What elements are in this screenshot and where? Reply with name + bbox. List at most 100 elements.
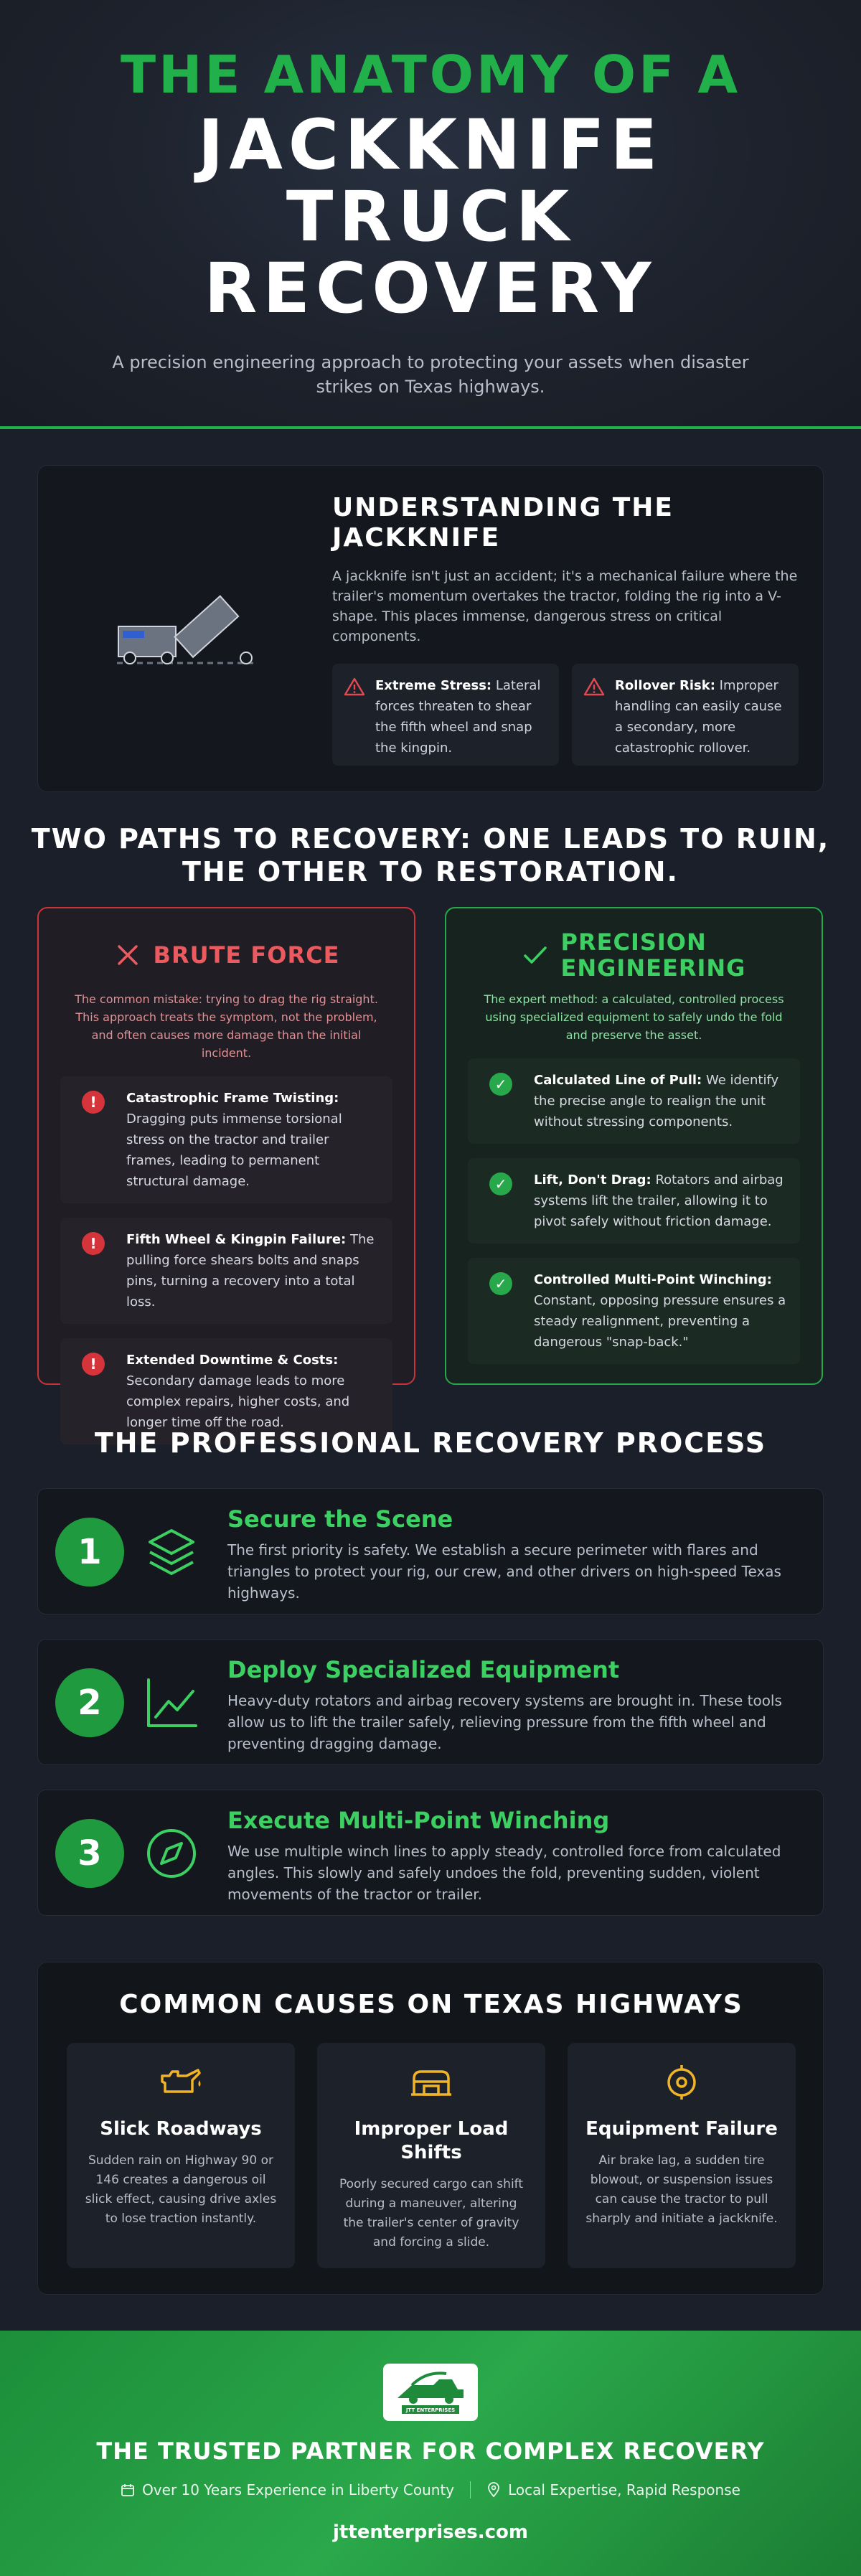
precision-item: ✓ Calculated Line of Pull: We identify th… [468,1058,800,1144]
precision-engineering-card: PRECISION ENGINEERING The expert method:… [445,907,823,1385]
risk-text: Improper handling can easily cause a sec… [615,678,782,756]
understanding-body: A jackknife isn't just an accident; it's… [332,568,798,644]
process-step-2: 2 Deploy Specialized Equipment Heavy-dut… [37,1639,824,1765]
hero-header: THE ANATOMY OF A JACKKNIFE TRUCK RECOVER… [0,0,861,429]
cause-body: Poorly secured cargo can shift during a … [339,2177,524,2250]
brute-force-item: ! Catastrophic Frame Twisting: Dragging p… [60,1076,392,1203]
brute-force-title: BRUTE FORCE [153,941,340,969]
cause-equipment-failure: Equipment Failure Air brake lag, a sudde… [568,2043,796,2268]
footer-meta: Over 10 Years Experience in Liberty Coun… [0,2481,861,2499]
map-pin-icon [488,2482,500,2498]
layers-icon [149,1529,194,1575]
hero-title-line-2: TRUCK [286,177,575,257]
step-body: The first priority is safety. We establi… [227,1541,781,1602]
item-text: We identify the precise angle to realign… [534,1073,779,1129]
brute-force-item: ! Fifth Wheel & Kingpin Failure: The pull… [60,1218,392,1324]
step-text: Secure the Scene The first priority is s… [227,1505,801,1604]
exclamation-icon: ! [82,1353,105,1376]
brute-force-header: BRUTE FORCE [60,930,392,980]
risk-extreme-stress: Extreme Stress: Lateral forces threaten … [332,664,559,766]
meta-local: Local Expertise, Rapid Response [486,2481,740,2499]
compass-icon [147,1829,196,1878]
step-body: We use multiple winch lines to apply ste… [227,1843,781,1903]
check-circle-icon: ✓ [489,1172,512,1195]
cause-title: Improper Load Shifts [354,2118,509,2163]
risk-rollover: Rollover Risk: Improper handling can eas… [572,664,799,766]
exclamation-icon: ! [82,1232,105,1255]
risk-text: Lateral forces threaten to shear the fif… [375,678,541,756]
footer-title: THE TRUSTED PARTNER FOR COMPLEX RECOVERY [96,2438,765,2465]
footer: JTT ENTERPRISES THE TRUSTED PARTNER FOR … [0,2331,861,2576]
warning-icon [344,677,365,696]
brute-force-desc: The common mistake: trying to drag the r… [75,992,378,1060]
warning-icon [583,677,605,696]
jackknife-truck-illustration [117,595,253,664]
precision-title: PRECISION ENGINEERING [560,929,746,982]
brute-force-card: BRUTE FORCE The common mistake: trying t… [37,907,415,1444]
cause-load-shifts: Improper Load Shifts Poorly secured carg… [317,2043,545,2268]
paths-title: TWO PATHS TO RECOVERY: ONE LEADS TO RUIN… [31,823,830,888]
process-step-3: 3 Execute Multi-Point Winching We use mu… [37,1790,824,1916]
precision-desc: The expert method: a calculated, control… [484,992,784,1042]
item-text: Secondary damage leads to more complex r… [126,1373,350,1430]
meta-experience: Over 10 Years Experience in Liberty Coun… [121,2481,454,2499]
meta-experience-text: Over 10 Years Experience in Liberty Coun… [142,2481,455,2499]
cargo-box-icon [411,2070,451,2096]
item-text: Constant, opposing pressure ensures a st… [534,1293,786,1350]
exclamation-icon: ! [82,1091,105,1114]
crosshair-icon [667,2065,696,2100]
cause-title: Equipment Failure [585,2118,778,2140]
brute-force-item: ! Extended Downtime & Costs: Secondary da… [60,1338,392,1444]
item-label: Catastrophic Frame Twisting: [126,1091,339,1106]
website-link[interactable]: jttenterprises.com [333,2521,528,2543]
step-number: 3 [55,1819,124,1888]
check-circle-icon: ✓ [489,1272,512,1295]
item-label: Lift, Don't Drag: [534,1172,651,1188]
step-text: Execute Multi-Point Winching We use mult… [227,1806,801,1905]
company-logo: JTT ENTERPRISES [383,2364,478,2421]
cause-slick-roadways: Slick Roadways Sudden rain on Highway 90… [67,2043,295,2268]
item-text: The pulling force shears bolts and snaps… [126,1232,375,1310]
hero-subtitle: A precision engineering approach to prot… [112,352,749,397]
understanding-card: UNDERSTANDING THE JACKKNIFE A jackknife … [37,465,824,792]
check-circle-icon: ✓ [489,1073,512,1096]
risk-label: Rollover Risk: [615,678,715,693]
logo-text: JTT ENTERPRISES [405,2407,455,2413]
item-label: Controlled Multi-Point Winching: [534,1272,772,1287]
step-title: Deploy Specialized Equipment [227,1656,620,1683]
check-icon [523,946,547,964]
precision-item: ✓ Controlled Multi-Point Winching: Consta… [468,1258,800,1364]
hero-title-line-3: RECOVERY [204,248,657,329]
understanding-title: UNDERSTANDING THE JACKKNIFE [332,493,674,553]
item-label: Calculated Line of Pull: [534,1073,702,1088]
risk-label: Extreme Stress: [375,678,492,693]
step-number: 2 [55,1668,124,1737]
causes-section: COMMON CAUSES ON TEXAS HIGHWAYS Slick Ro… [37,1962,824,2295]
step-body: Heavy-duty rotators and airbag recovery … [227,1692,782,1752]
hero-kicker: THE ANATOMY OF A [120,44,741,105]
meta-local-text: Local Expertise, Rapid Response [508,2481,740,2499]
risk-row: Extreme Stress: Lateral forces threaten … [332,664,799,766]
line-chart-icon [147,1678,197,1727]
calendar-icon [121,2484,134,2496]
item-label: Fifth Wheel & Kingpin Failure: [126,1232,347,1247]
step-title: Execute Multi-Point Winching [227,1807,610,1834]
step-number: 1 [55,1518,124,1587]
oil-can-icon [161,2069,201,2093]
item-text: Rotators and airbag systems lift the tra… [534,1172,784,1229]
step-text: Deploy Specialized Equipment Heavy-duty … [227,1655,801,1754]
x-icon [117,945,138,965]
precision-item: ✓ Lift, Don't Drag: Rotators and airbag s… [468,1158,800,1244]
item-text: Dragging puts immense torsional stress o… [126,1111,342,1189]
step-title: Secure the Scene [227,1505,453,1533]
item-label: Extended Downtime & Costs: [126,1353,339,1368]
precision-header: PRECISION ENGINEERING [468,929,800,982]
hero-title-line-1: JACKKNIFE [197,105,664,185]
cause-body: Sudden rain on Highway 90 or 146 creates… [85,2153,277,2226]
meta-divider [470,2481,471,2499]
cause-body: Air brake lag, a sudden tire blowout, or… [585,2153,778,2226]
process-step-1: 1 Secure the Scene The first priority is… [37,1488,824,1614]
tow-truck-logo-icon: JTT ENTERPRISES [397,2371,464,2414]
causes-title: COMMON CAUSES ON TEXAS HIGHWAYS [119,1990,743,2019]
